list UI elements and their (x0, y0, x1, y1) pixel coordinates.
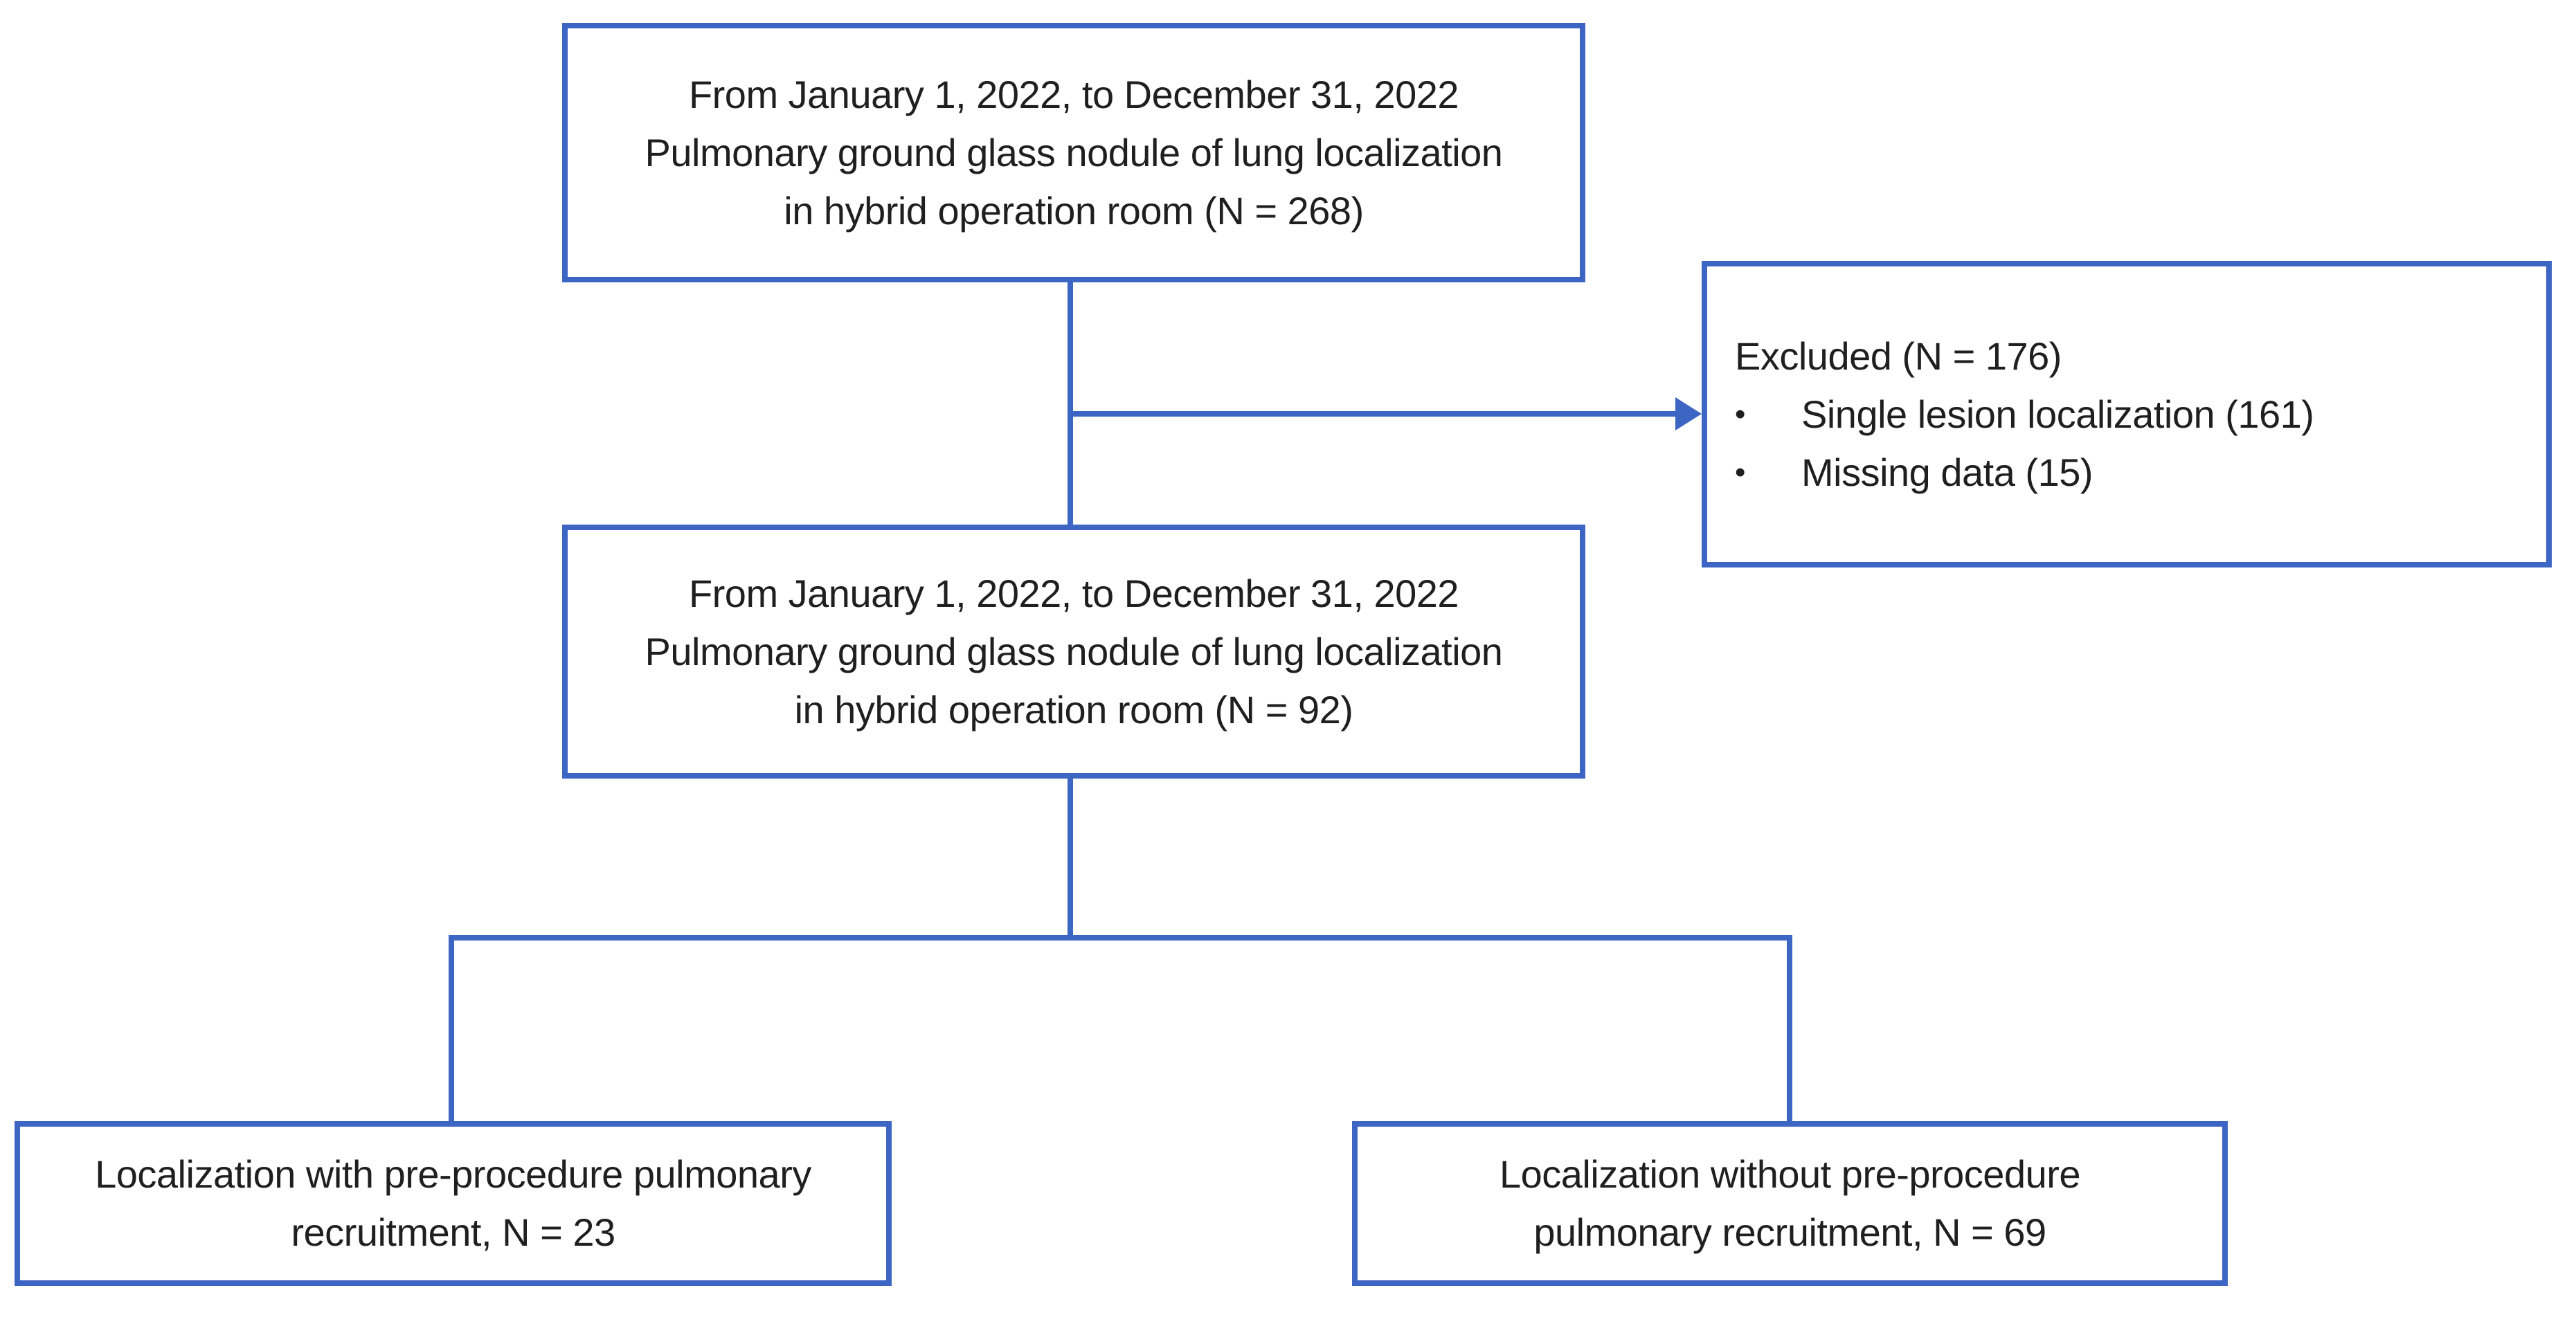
connector-branch-to-with (449, 935, 454, 1121)
connector-included-to-branch (1068, 779, 1073, 938)
excluded-bullet-2-text: Missing data (15) (1801, 450, 2093, 494)
initial-cohort-line-1: From January 1, 2022, to December 31, 20… (688, 72, 1459, 116)
excluded-bullet-1-text: Single lesion localization (161) (1801, 392, 2314, 436)
box-excluded: Excluded (N = 176) • Single lesion local… (1702, 261, 2552, 567)
included-cohort-line-2: Pulmonary ground glass nodule of lung lo… (645, 629, 1503, 673)
connector-initial-to-included (1068, 282, 1073, 525)
without-recruitment-line-1: Localization without pre-procedure (1499, 1152, 2081, 1196)
box-included-cohort: From January 1, 2022, to December 31, 20… (562, 525, 1585, 779)
with-recruitment-line-2: recruitment, N = 23 (291, 1210, 615, 1254)
bullet-icon: • (1735, 397, 1745, 431)
without-recruitment-line-2: pulmonary recruitment, N = 69 (1533, 1210, 2046, 1254)
connector-branch-to-without (1787, 935, 1792, 1121)
branch-line (449, 935, 1792, 941)
initial-cohort-line-3: in hybrid operation room (N = 268) (784, 188, 1364, 233)
box-without-recruitment: Localization without pre-procedure pulmo… (1352, 1121, 2228, 1286)
arrow-right-icon (1675, 397, 1702, 430)
bullet-icon: • (1735, 455, 1745, 489)
excluded-bullet-2: • Missing data (15) (1735, 444, 2093, 502)
box-initial-cohort: From January 1, 2022, to December 31, 20… (562, 23, 1585, 282)
connector-to-excluded (1070, 411, 1678, 417)
with-recruitment-line-1: Localization with pre-procedure pulmonar… (95, 1152, 811, 1196)
box-with-recruitment: Localization with pre-procedure pulmonar… (15, 1121, 892, 1286)
included-cohort-line-1: From January 1, 2022, to December 31, 20… (688, 571, 1459, 615)
initial-cohort-line-2: Pulmonary ground glass nodule of lung lo… (645, 130, 1503, 174)
excluded-bullet-1: • Single lesion localization (161) (1735, 385, 2314, 444)
included-cohort-line-3: in hybrid operation room (N = 92) (794, 687, 1353, 732)
excluded-title: Excluded (N = 176) (1735, 334, 2062, 378)
